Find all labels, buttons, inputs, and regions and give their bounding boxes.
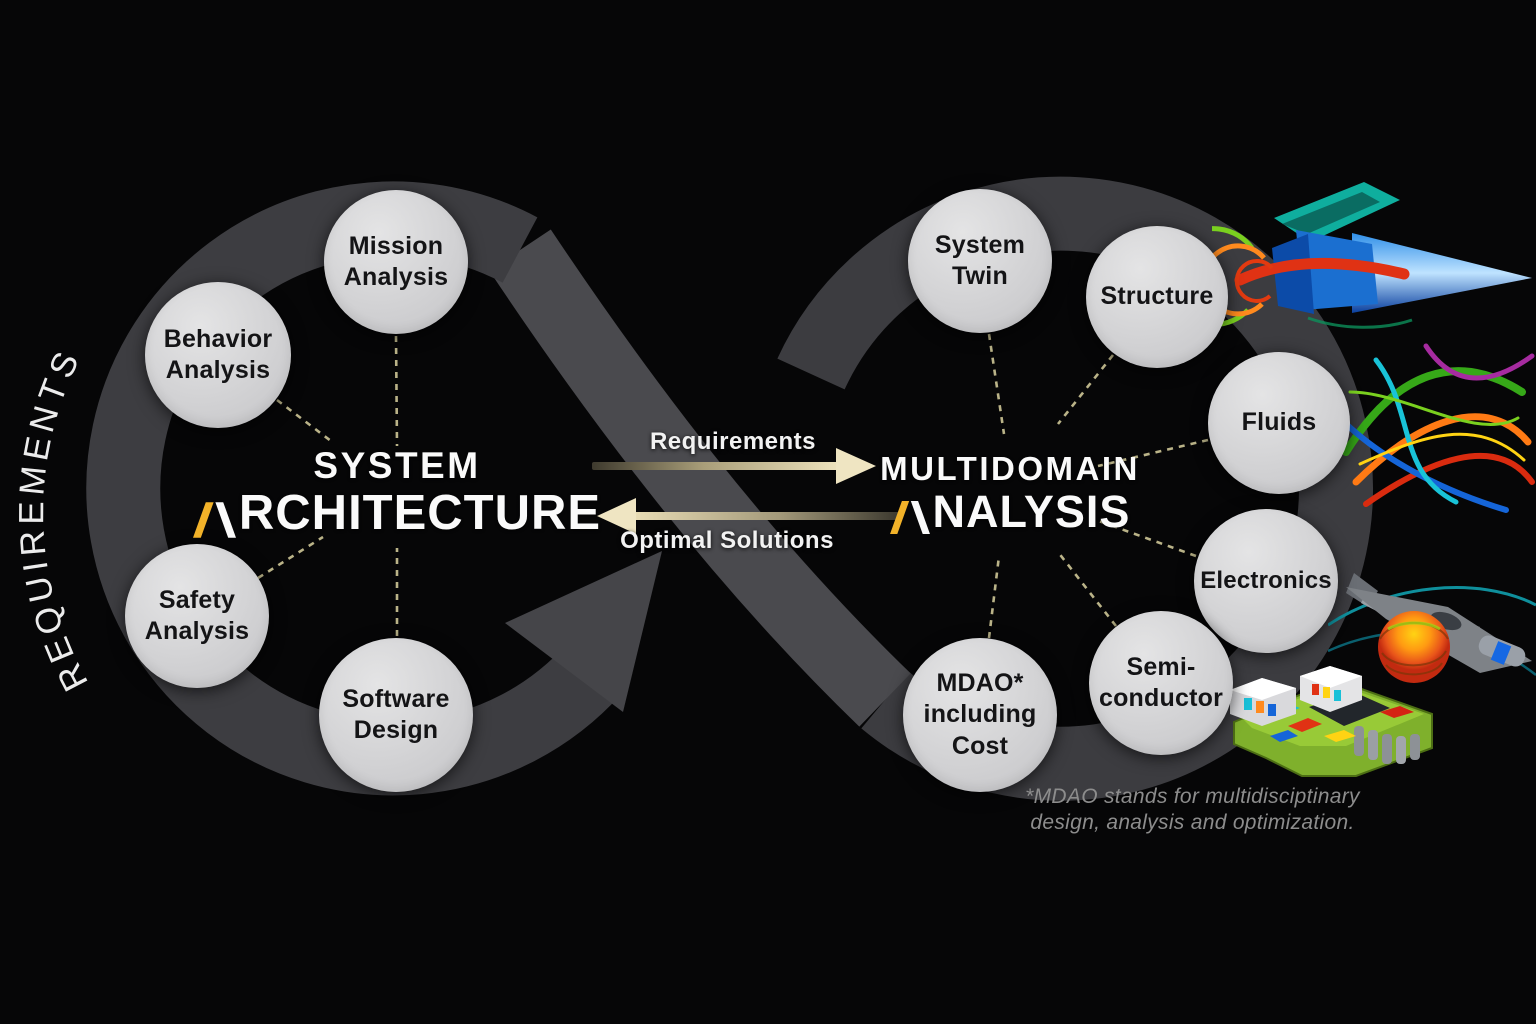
node-label: Analysis — [165, 356, 271, 384]
dashed-connectors-right — [987, 333, 1209, 639]
multidomain-analysis-title: MULTIDOMAIN NALYSIS — [770, 452, 1250, 534]
node-label: MDAO* — [936, 668, 1024, 697]
node-semiconductor: Semi- conductor — [1089, 611, 1233, 755]
dashed-connectors-left — [257, 335, 399, 636]
node-label: Mission — [348, 231, 444, 260]
node-mdao: MDAO* including Cost — [903, 638, 1057, 792]
node-label: Analysis — [343, 263, 449, 291]
node-label: Software — [342, 684, 450, 713]
node-electronics: Electronics — [1194, 509, 1338, 653]
aircraft-antenna-image — [1328, 573, 1536, 683]
node-label: Cost — [951, 731, 1009, 760]
requirements-side-label: REQUIREMENTS — [12, 342, 96, 698]
component-box — [1300, 666, 1362, 712]
title-text: NALYSIS — [932, 486, 1131, 537]
node-label: Twin — [952, 262, 1008, 290]
node-label: System — [934, 230, 1026, 259]
title-line-multidomain: MULTIDOMAIN — [880, 450, 1140, 487]
component-box — [1230, 678, 1296, 726]
mdao-footnote: *MDAO stands for multidisciptinary desig… — [1015, 784, 1370, 836]
jet-engine-cfd-image — [1212, 182, 1532, 329]
node-label: Electronics — [1200, 566, 1332, 594]
node-system-twin: System Twin — [908, 189, 1052, 333]
pcb-thermal-image — [1230, 666, 1433, 777]
node-label: Fluids — [1241, 408, 1317, 437]
node-structure: Structure — [1086, 226, 1228, 368]
node-safety-analysis: Safety Analysis — [125, 544, 269, 688]
title-line-system: SYSTEM — [313, 445, 481, 486]
node-label: Analysis — [144, 617, 250, 645]
node-label: Safety — [158, 585, 236, 614]
loop-arrowhead — [505, 551, 662, 712]
turbulent-flow-image — [1341, 343, 1535, 513]
node-label: Behavior — [163, 324, 273, 353]
requirements-arrow-label: Requirements — [649, 428, 817, 455]
node-label: Semi- — [1126, 652, 1196, 681]
title-text: RCHITECTURE — [238, 486, 602, 540]
footnote-line: design, analysis and optimization. — [1030, 811, 1355, 835]
optimal-solutions-arrow-label: Optimal Solutions — [620, 527, 834, 554]
node-label: including — [923, 700, 1037, 729]
title-line-architecture: RCHITECTURE — [157, 489, 637, 538]
node-label: Design — [353, 716, 439, 744]
stylized-a-glyph — [192, 502, 236, 538]
node-fluids: Fluids — [1208, 352, 1350, 494]
node-behavior-analysis: Behavior Analysis — [145, 282, 291, 428]
node-label: Structure — [1100, 282, 1214, 311]
node-label: conductor — [1098, 684, 1224, 712]
footnote-line: *MDAO stands for multidisciptinary — [1025, 785, 1360, 808]
node-mission-analysis: Mission Analysis — [324, 190, 468, 334]
optimal-solutions-arrow — [597, 498, 900, 534]
title-line-analysis: NALYSIS — [770, 489, 1250, 534]
requirements-arrow — [592, 448, 876, 484]
stylized-a-glyph — [889, 501, 930, 534]
crossing-band — [489, 229, 911, 727]
node-software-design: Software Design — [319, 638, 473, 792]
system-architecture-title: SYSTEM RCHITECTURE — [157, 447, 637, 538]
